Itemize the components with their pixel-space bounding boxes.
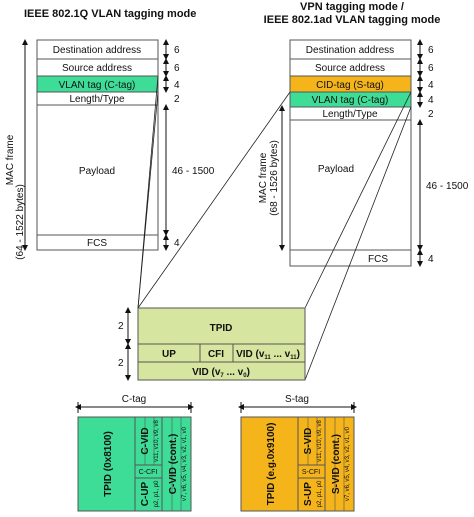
right-title-1: VPN tagging mode / <box>300 1 404 13</box>
left-side-label-1: MAC frame <box>5 134 16 185</box>
left-size-src: 6 <box>174 63 180 74</box>
left-side-label-2: (64 - 1522 bytes) <box>15 184 26 260</box>
zoom-lines <box>137 75 412 381</box>
left-field-len-label: Length/Type <box>69 94 124 105</box>
left-field-src-label: Source address <box>62 63 132 74</box>
ctag-up-bits: p2, p1, p0 <box>154 480 160 507</box>
stag-vid: S-VID <box>303 428 314 455</box>
ctag-up: C-UP <box>140 481 151 506</box>
left-frame: Destination address Source address VLAN … <box>36 39 159 251</box>
stag-vid-bits: v11, v10, v9, v8 <box>317 420 323 462</box>
right-field-vlan-label: VLAN tag (C-tag) <box>312 95 389 106</box>
ctag-vid-bits: v11, v10, v9, v8 <box>154 420 160 462</box>
tag-size-bottom: 2 <box>118 358 124 369</box>
right-size-cid: 4 <box>428 80 434 91</box>
left-field-payload-label: Payload <box>79 166 115 177</box>
tag-size-top: 2 <box>118 321 124 332</box>
tag-up-label: UP <box>162 349 176 360</box>
left-field-payload <box>36 104 159 236</box>
right-field-fcs <box>289 249 412 267</box>
stag-detail: S-tag TPID (e.g.0x9100) S-VID v11, v10, … <box>238 394 357 512</box>
stag-up: S-UP <box>303 482 314 506</box>
right-field-payload-label: Payload <box>318 164 354 175</box>
stag-vid-cont: S-VID (cont.) <box>331 434 342 494</box>
left-size-dest: 6 <box>174 45 180 56</box>
right-size-dest: 6 <box>428 45 434 56</box>
right-field-dest-label: Destination address <box>306 45 394 56</box>
stag-up-bits: p2, p1, p0 <box>317 480 323 507</box>
ctag-tpid: TPID (0x8100) <box>103 431 114 497</box>
right-field-src-label: Source address <box>315 63 385 74</box>
right-side-label-2: (68 - 1526 bytes) <box>269 140 280 216</box>
stag-cfi: S-CFI <box>302 469 320 476</box>
left-size-len: 2 <box>174 94 180 105</box>
stag-tpid: TPID (e.g.0x9100) <box>266 423 277 506</box>
left-field-vlan-label: VLAN tag (C-tag) <box>59 80 136 91</box>
ctag-detail: C-tag TPID (0x8100) C-VID v11, v10, v9, … <box>75 394 194 512</box>
right-side-label-1: MAC frame <box>258 152 269 203</box>
right-title-2: IEEE 802.1ad VLAN tagging mode <box>264 14 441 26</box>
right-frame: Destination address Source address CID-t… <box>289 39 412 267</box>
right-size-payload: 46 - 1500 <box>426 181 469 192</box>
right-size-fcs: 4 <box>428 254 434 265</box>
right-size-len: 2 <box>428 109 434 120</box>
left-field-fcs <box>36 234 159 251</box>
left-size-vlan: 4 <box>174 80 180 91</box>
ctag-vid-cont: C-VID (cont.) <box>168 434 179 495</box>
tag-detail: TPID UP CFI VID (v11 ... v11) VID (v7 ..… <box>137 307 306 381</box>
right-field-payload <box>289 119 412 251</box>
tag-cfi-label: CFI <box>208 349 224 360</box>
left-size-payload: 46 - 1500 <box>172 166 215 177</box>
ctag-vid-cont-bits: v7, v6, v5, v4, v3, v2, v1, v0 <box>182 426 188 501</box>
right-size-src: 6 <box>428 63 434 74</box>
tag-vid-label-bottom: VID (v7 ... v0) <box>192 367 250 379</box>
left-title: IEEE 802.1Q VLAN tagging mode <box>24 8 196 20</box>
ctag-label: C-tag <box>122 394 146 405</box>
right-field-cid-label: CID-tag (S-tag) <box>316 80 384 91</box>
left-size-fcs: 4 <box>174 238 180 249</box>
ctag-cfi: C-CFI <box>139 469 158 476</box>
tag-vid-label-top: VID (v11 ... v11) <box>236 349 300 361</box>
left-field-fcs-label: FCS <box>87 238 107 249</box>
tag-tpid-label: TPID <box>210 323 233 334</box>
right-field-fcs-label: FCS <box>368 254 388 265</box>
left-field-dest-label: Destination address <box>53 45 141 56</box>
right-size-vlan: 4 <box>428 95 434 106</box>
ctag-vid: C-VID <box>140 427 151 454</box>
right-field-len-label: Length/Type <box>322 109 377 120</box>
stag-label: S-tag <box>285 394 309 405</box>
stag-vid-cont-bits: v7, v6, v5, v4, v3, v2, v1, v0 <box>345 426 351 501</box>
